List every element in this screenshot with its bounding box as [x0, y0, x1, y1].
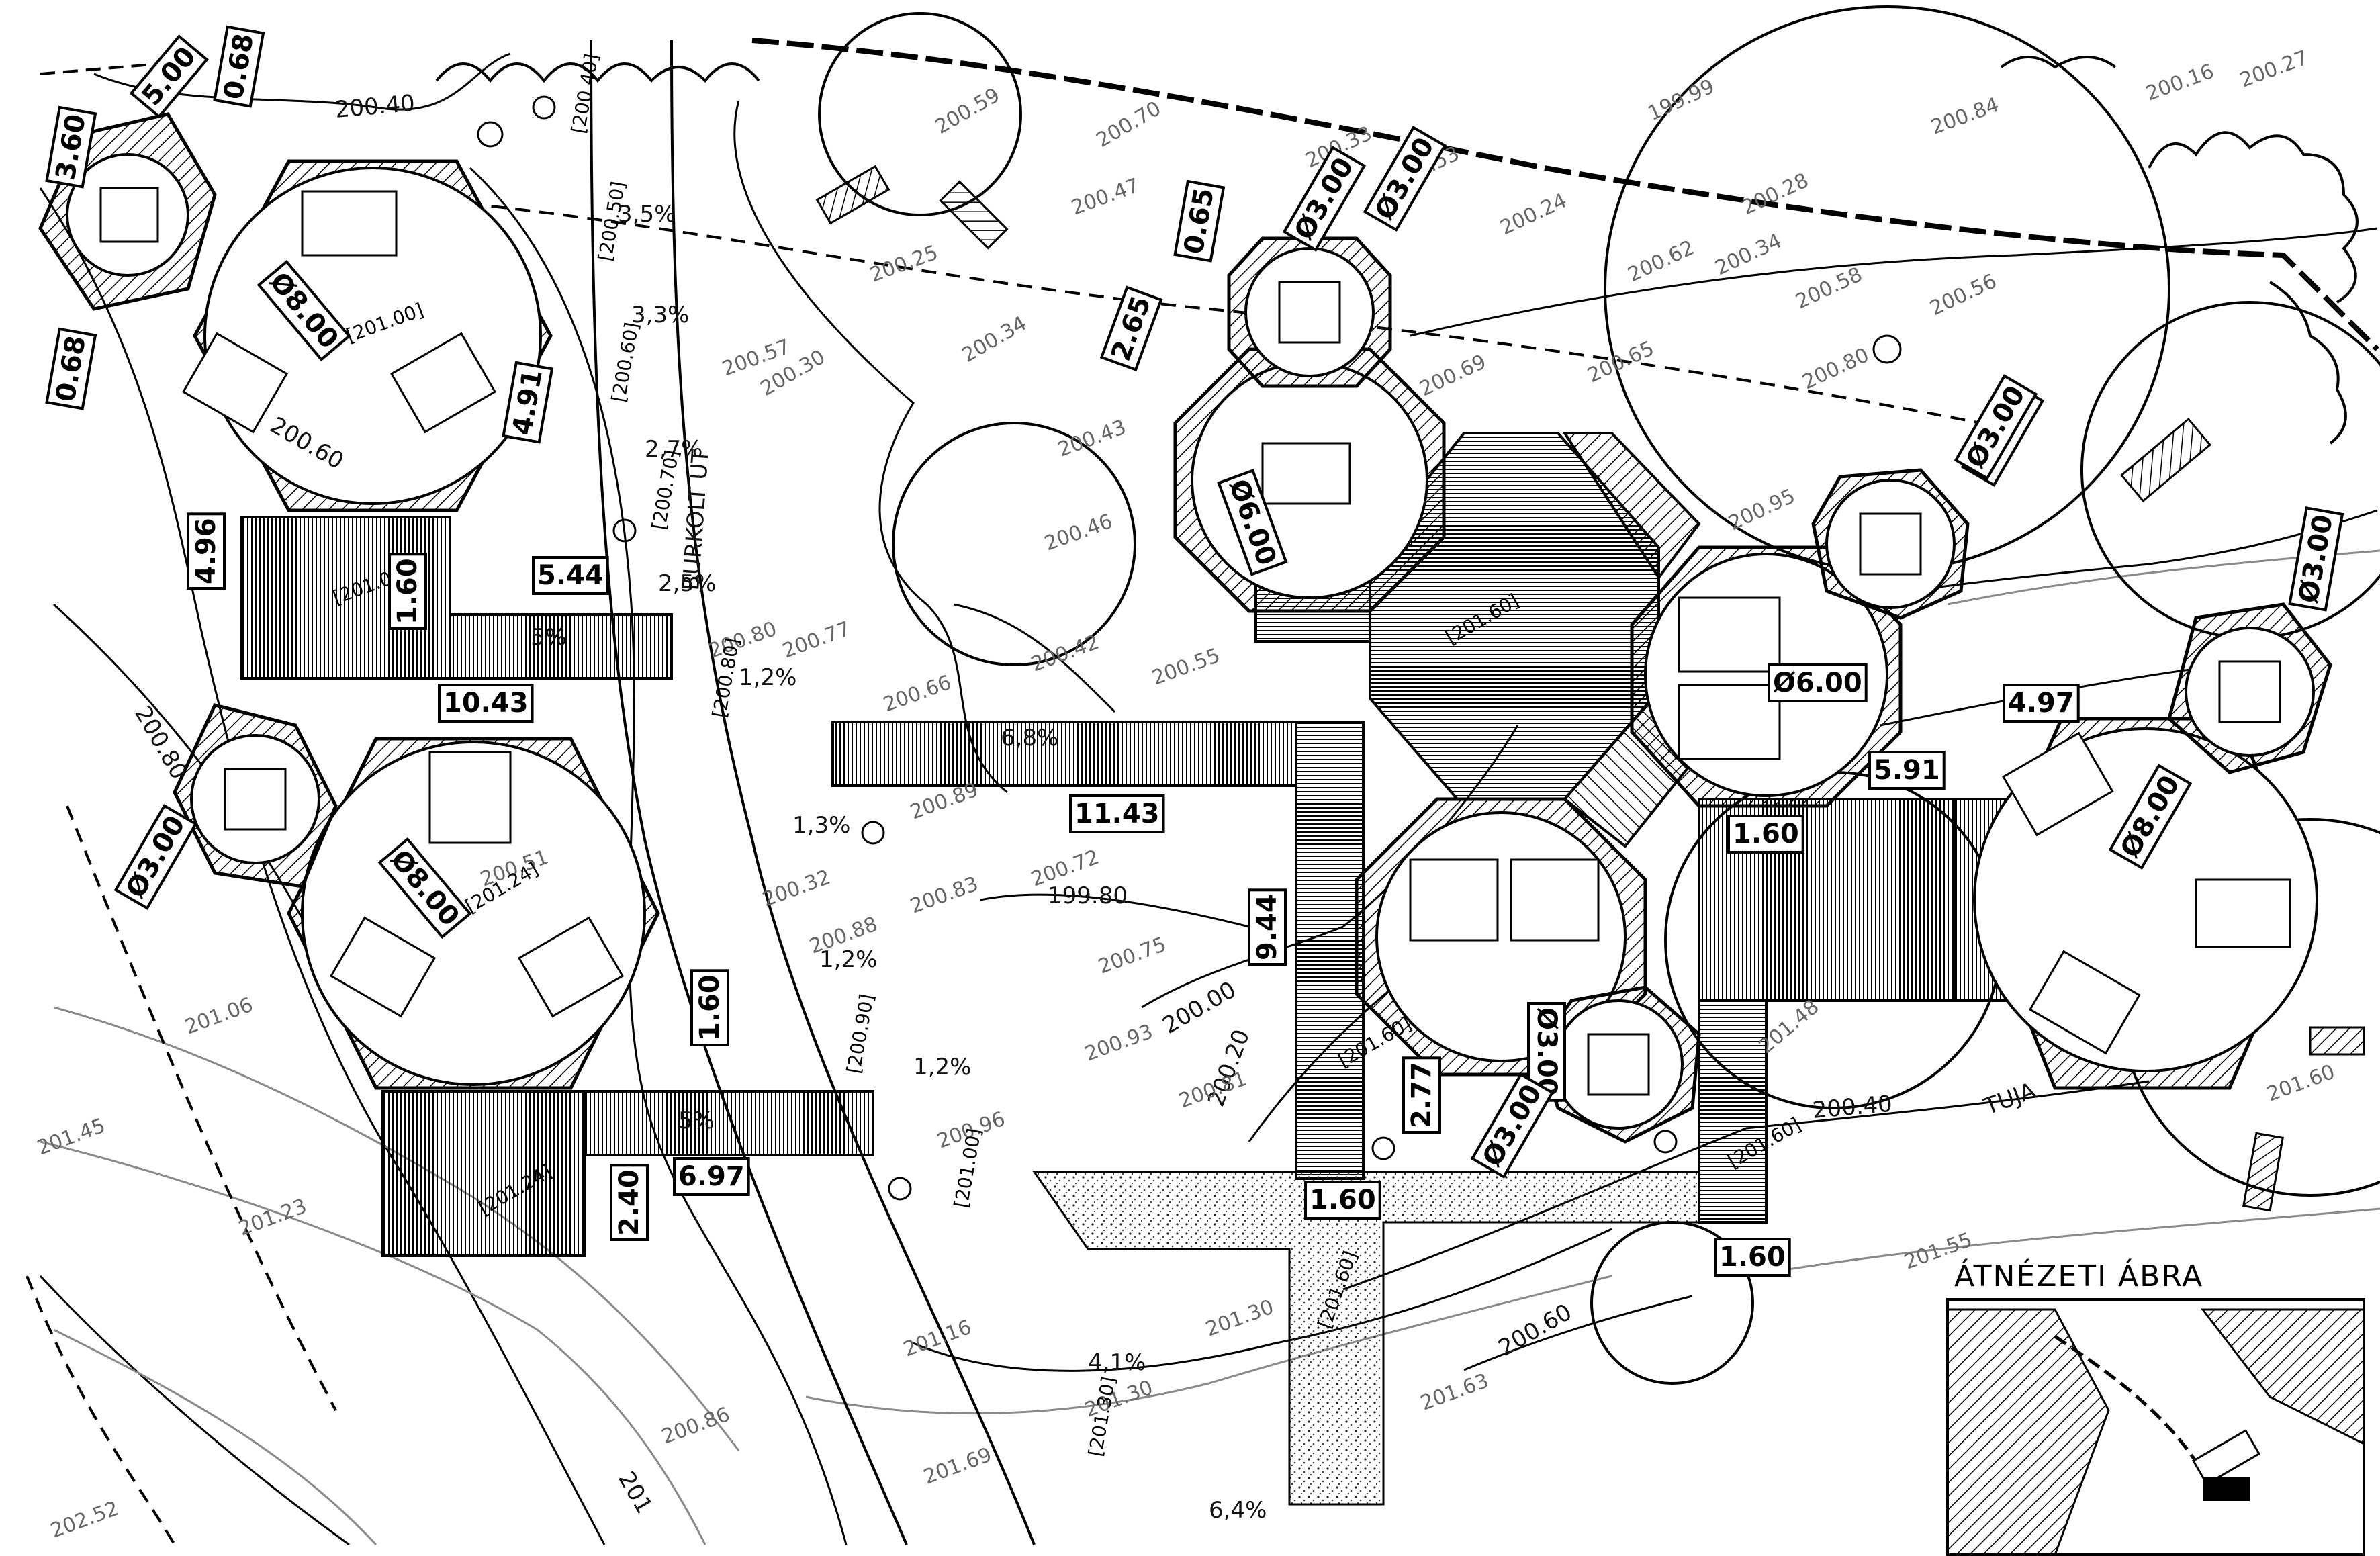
dimension-label-box: [1304, 1181, 1381, 1220]
slope-label: 6,4%: [1209, 1497, 1267, 1524]
diameter-label-box: [377, 837, 472, 940]
slope-label-group: 3,5% 3,3% 2,7% 2,5% 5% 1,2% 1,3% 6,8% 1,2% 1,2% 5%…: [531, 201, 1267, 1524]
diameter-label-box: [1954, 374, 2038, 480]
slope-label: 1,2%: [913, 1054, 971, 1081]
dimension-label-box: [45, 327, 97, 410]
slope-label: 5%: [678, 1107, 715, 1134]
dimension-label: 2.77: [1406, 1062, 1437, 1128]
dimension-label-box: [1069, 794, 1165, 833]
dimension-label: 4.96: [191, 518, 222, 584]
slope-label: 1,2%: [819, 946, 877, 973]
hexagon-pavilion-bottom-left: [287, 737, 660, 1090]
dimension-label-box: [690, 969, 729, 1046]
diameter-label-box: [2108, 764, 2193, 870]
dimension-label-box: [187, 512, 226, 590]
tree-symbols: [477, 95, 1902, 1201]
dimension-label: 2.40: [614, 1169, 645, 1236]
diameter-label-box: [2288, 506, 2344, 612]
diameter-label-group: Ø8.00Ø8.00Ø3.00Ø3.00Ø6.00Ø3.00Ø6.00Ø6.00…: [113, 126, 2344, 1179]
dimension-label: 5.91: [1874, 755, 1940, 786]
slope-label: 2,7%: [645, 436, 702, 463]
dimension-label-box: [1173, 179, 1226, 263]
diameter-label: Ø3.00: [1531, 1007, 1562, 1097]
small-tent: [173, 703, 338, 888]
dimension-label-box: [2003, 684, 2080, 723]
dimension-label: 1.60: [392, 558, 423, 625]
overview-title: ÁTNÉZETI ÁBRA: [1954, 1258, 2203, 1293]
dimension-label-box: [388, 553, 427, 630]
dimension-label-box: [45, 105, 97, 189]
dimension-label: 1.60: [1733, 819, 1799, 850]
property-boundary: [26, 38, 2379, 1546]
slope-label: 5%: [531, 624, 567, 651]
octagon-pavilion-right: [1630, 545, 1903, 808]
diameter-label-box: [1470, 1072, 1555, 1179]
dimension-label: 10.43: [443, 688, 529, 719]
dimension-label-box: [438, 684, 534, 723]
gravel-path: [1032, 1171, 1700, 1506]
diameter-label-box: [1217, 469, 1288, 576]
dimension-label: 9.44: [1252, 894, 1283, 960]
small-tent: [2167, 602, 2332, 774]
slope-label: 1,2%: [739, 664, 796, 691]
small-tent: [1227, 236, 1392, 388]
dimension-label: 5.44: [537, 560, 604, 591]
dimension-label-box: [1714, 1238, 1791, 1277]
site-furniture: [815, 165, 2365, 1212]
dimension-label-box: [1099, 285, 1163, 371]
contour-label: 199.80: [1048, 882, 1128, 909]
dimension-label: 1.60: [694, 974, 725, 1041]
dimension-label-box: [502, 361, 554, 444]
dimension-label-box: [1727, 815, 1804, 854]
dimension-label: 1.60: [1719, 1242, 1786, 1273]
overview-inset: ÁTNÉZETI ÁBRA: [1946, 1258, 2365, 1556]
dimension-label-box: [610, 1164, 649, 1241]
dimension-label-box: [673, 1157, 750, 1196]
diameter-label-box: [1282, 146, 1367, 252]
dimension-label: 4.97: [2008, 688, 2074, 719]
dimension-label: 6.97: [678, 1161, 745, 1192]
slope-label: 2,5%: [658, 570, 716, 597]
dimension-label-box: [1402, 1056, 1441, 1134]
slope-label: 3,3%: [631, 302, 689, 328]
dimension-label-box: [129, 34, 209, 119]
diameter-label-box: [1363, 126, 1447, 232]
dimension-label: 1.60: [1310, 1185, 1376, 1216]
diameter-label-box: [113, 804, 198, 910]
dimension-label-box: [1868, 751, 1946, 790]
slope-label: 1,3%: [792, 812, 850, 839]
slope-label: 6,8%: [1001, 725, 1058, 751]
bush-outline: [435, 56, 2359, 445]
slope-label: 3,5%: [618, 201, 676, 228]
small-tent: [1536, 985, 1701, 1144]
dimension-label-box: [532, 556, 609, 595]
dimension-label-box: [213, 25, 265, 108]
dimension-label: 11.43: [1074, 798, 1160, 829]
small-tent: [1811, 468, 1970, 620]
slope-label: 4,1%: [1088, 1349, 1146, 1376]
diameter-label-box: [1768, 663, 1868, 702]
hexagon-pavilion-right: [1973, 717, 2318, 1090]
octagon-pavilion-top: [1173, 347, 1446, 613]
diameter-label: Ø6.00: [1773, 668, 1862, 698]
hexagon-pavilion-top-left: [181, 159, 553, 512]
dimension-label-box: [1248, 888, 1287, 966]
diameter-label-box: [257, 259, 351, 362]
